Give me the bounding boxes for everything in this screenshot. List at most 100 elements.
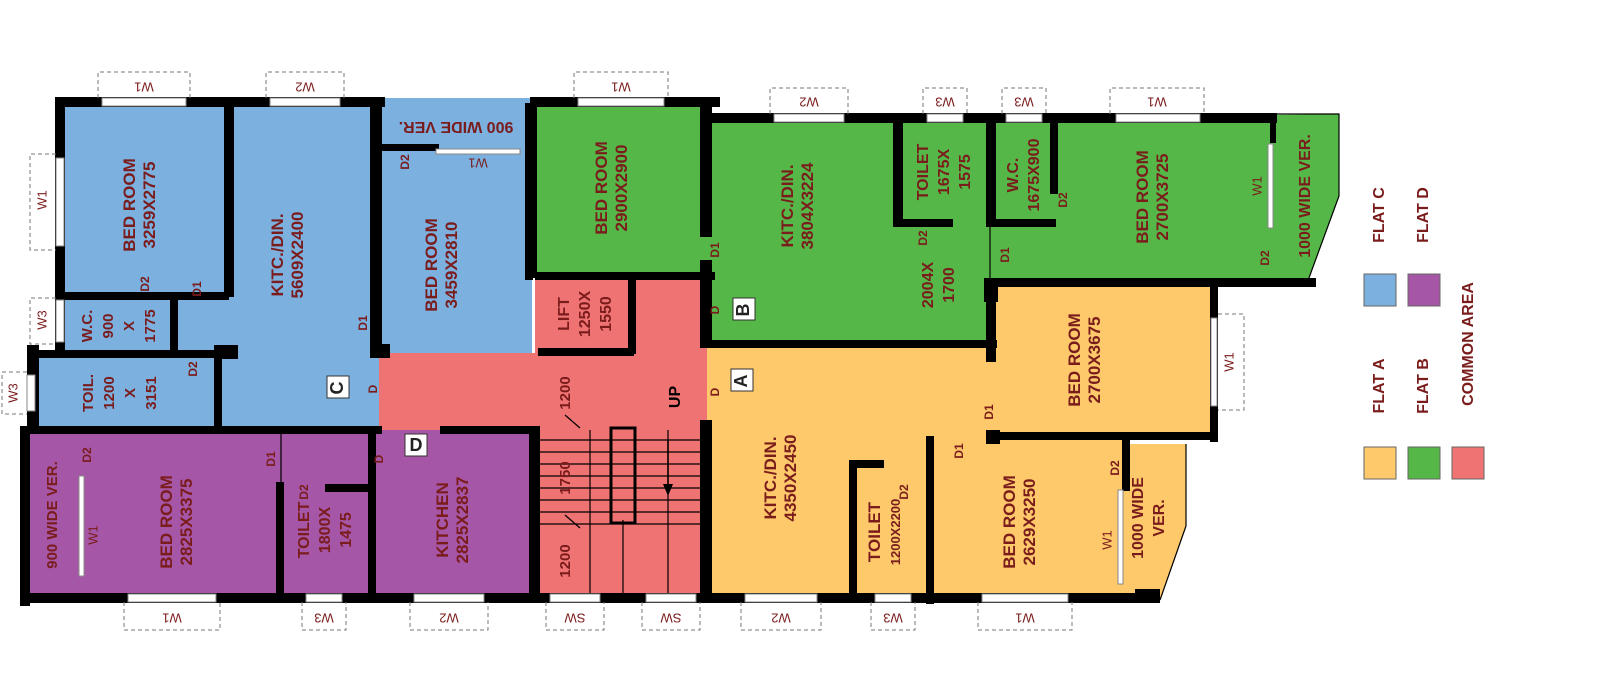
window-label-w1: W1 xyxy=(1249,176,1264,196)
door-label: D xyxy=(708,387,722,396)
door-label: D2 xyxy=(1258,250,1272,266)
window-labels: W1 W2 W1 W2 W3 W3 W1 W1 W3 W3 W1 W1 W3 W… xyxy=(5,80,1264,626)
window-openings xyxy=(26,97,1274,603)
door-label: D2 xyxy=(186,361,200,377)
fill-d-bed xyxy=(27,430,281,600)
fill-a-bed2 xyxy=(928,438,1126,600)
door-label: D2 xyxy=(398,154,412,170)
door-label: D2 xyxy=(138,276,152,292)
window-label-w1: W1 xyxy=(85,525,100,545)
window-label-w2: W2 xyxy=(799,95,819,110)
window-label-w3: W3 xyxy=(34,310,49,330)
svg-text:D: D xyxy=(410,435,423,455)
window-callouts xyxy=(1,71,1245,631)
room-labels: BED ROOM3259X2775 KITC./DIN.5609X2400 BE… xyxy=(44,118,1314,578)
door-labels: D2 D1 D1 D2 D2 D D2 D1 D2 D D1 D D D2 D1… xyxy=(80,154,1272,500)
svg-text:C: C xyxy=(327,382,347,395)
door-label: D xyxy=(708,305,722,314)
room-label-c-ver: 900 WIDE VER. xyxy=(399,118,514,135)
window-label-w1: W1 xyxy=(611,80,631,95)
fill-d-kitchen xyxy=(373,430,535,600)
stair-dim-2: 1750 xyxy=(557,461,574,494)
stair xyxy=(540,414,705,600)
room-label-b-kitc: KITC./DIN.3804X3224 xyxy=(778,162,817,250)
window-label-w2: W2 xyxy=(295,80,315,95)
room-label-b-ver: 1000 WIDE VER. xyxy=(1297,134,1314,258)
window-label-w1: W1 xyxy=(1221,352,1236,372)
window-label-w2: W2 xyxy=(771,611,791,626)
door-label: D xyxy=(366,384,380,393)
room-label-b-bed1: BED ROOM2900X2900 xyxy=(592,141,631,235)
fill-b-bed2 xyxy=(990,114,1339,286)
window-label-w1: W1 xyxy=(1099,530,1114,550)
room-label-d-bed: BED ROOM2825X3375 xyxy=(157,475,196,569)
legend-label-flat-a: FLAT A xyxy=(1371,358,1388,414)
window-label-w3: W3 xyxy=(314,611,334,626)
door-label: D1 xyxy=(264,451,278,467)
door-label: D2 xyxy=(80,447,94,463)
door-label: D2 xyxy=(297,484,311,500)
door-label: D2 xyxy=(1056,192,1070,208)
door-label: D1 xyxy=(190,281,204,297)
window-label-sw: SW xyxy=(564,611,586,626)
legend-label-flat-c: FLAT C xyxy=(1371,187,1388,243)
fill-c-bed1 xyxy=(62,103,229,296)
flat-tag-c: C xyxy=(326,375,350,399)
room-fills xyxy=(27,98,1339,600)
window-label-w1: W1 xyxy=(162,611,182,626)
flat-tag-b: B xyxy=(732,297,756,321)
legend-swatch-common-area xyxy=(1451,446,1485,480)
fill-c-kitc xyxy=(229,103,379,430)
fill-a-ver xyxy=(1126,444,1186,600)
legend-label-flat-b: FLAT B xyxy=(1415,358,1432,414)
flat-tag-d: D xyxy=(404,433,428,457)
fill-c-bed2 xyxy=(379,148,532,353)
window-label-w1: W1 xyxy=(134,80,154,95)
door-label: D1 xyxy=(982,404,996,420)
window-label-w3: W3 xyxy=(5,383,20,403)
room-label-c-kitc: KITC./DIN.5609X2400 xyxy=(268,212,307,299)
room-label-d-kitchen: KITCHEN2825X2837 xyxy=(433,477,472,564)
fill-d-toilet xyxy=(281,430,373,600)
window-label-w2: W2 xyxy=(439,611,459,626)
flat-tags: C D B A xyxy=(326,297,756,457)
door-label: D1 xyxy=(998,247,1012,263)
outlines xyxy=(280,113,1340,601)
door-label: D1 xyxy=(708,242,722,258)
door-label: D xyxy=(372,454,386,463)
fill-c-toil xyxy=(34,358,218,430)
room-label-c-bed2: BED ROOM3459X2810 xyxy=(422,218,461,312)
stair-up-label: UP xyxy=(667,386,684,409)
door-label: D1 xyxy=(356,315,370,331)
window-label-w3: W3 xyxy=(1014,95,1034,110)
room-label-b-wc: W.C.1675X900 xyxy=(1005,138,1043,211)
door-label: D1 xyxy=(952,443,966,459)
door-label: D2 xyxy=(897,484,911,500)
fill-common-lift xyxy=(535,276,707,600)
room-label-a-kitc: KITC./DIN.4350X2450 xyxy=(761,435,800,522)
window-label-w1: W1 xyxy=(1015,611,1035,626)
door-label: D2 xyxy=(1108,460,1122,476)
room-label-d-ver: 900 WIDE VER. xyxy=(44,461,61,569)
flat-tag-a: A xyxy=(730,368,754,392)
svg-text:B: B xyxy=(733,304,753,317)
room-label-b-bed2: BED ROOM2700X3725 xyxy=(1133,150,1172,244)
window-label-sw: SW xyxy=(660,611,682,626)
svg-text:A: A xyxy=(731,375,751,388)
room-label-a-bed1: BED ROOM2700X3675 xyxy=(1065,313,1104,407)
stair-dim-3: 1200 xyxy=(557,544,574,577)
legend-swatch-flat-a xyxy=(1363,446,1397,480)
legend-label-flat-d: FLAT D xyxy=(1415,187,1432,243)
legend-swatch-flat-c xyxy=(1363,273,1397,307)
room-label-c-bed1: BED ROOM3259X2775 xyxy=(120,158,159,252)
window-label-w1: W1 xyxy=(34,190,49,210)
